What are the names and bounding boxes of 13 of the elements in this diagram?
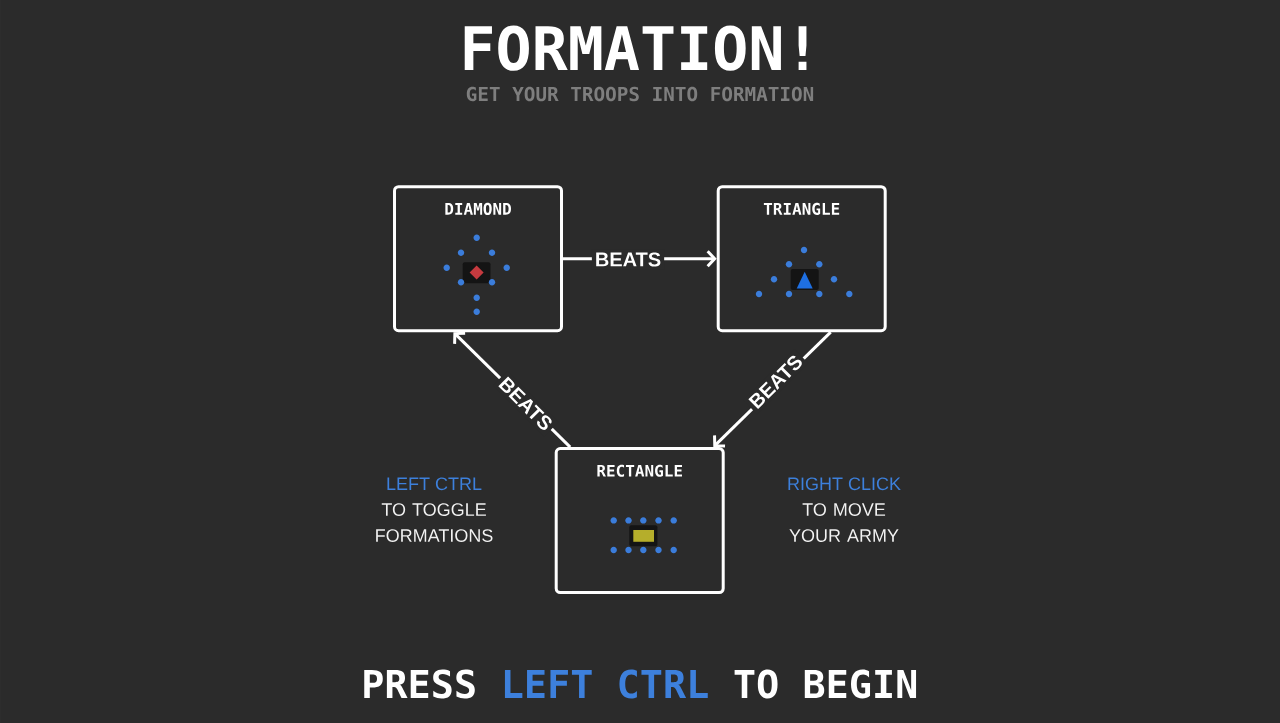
hint-text: LEFT CTRL — [387, 477, 482, 491]
formation-card: TRIANGLE — [716, 185, 887, 333]
subtitle: GET YOUR TROOPS INTO FORMATION — [466, 86, 814, 102]
title: FORMATION! — [464, 25, 807, 71]
prompt-text: TO BEGIN — [734, 669, 917, 699]
hint-text: RIGHT CLICK — [788, 477, 901, 491]
hint-text: TO MOVE YOUR ARMY — [789, 503, 899, 542]
prompt-text: LEFT CTRL — [504, 669, 708, 699]
edge-label: BEATS — [591, 249, 665, 270]
prompt-text: PRESS — [364, 669, 475, 699]
hint-text: TO TOGGLE FORMATIONS — [376, 503, 493, 542]
formation-card: RECTANGLE — [554, 447, 725, 595]
formation-card: DIAMOND — [393, 185, 563, 333]
